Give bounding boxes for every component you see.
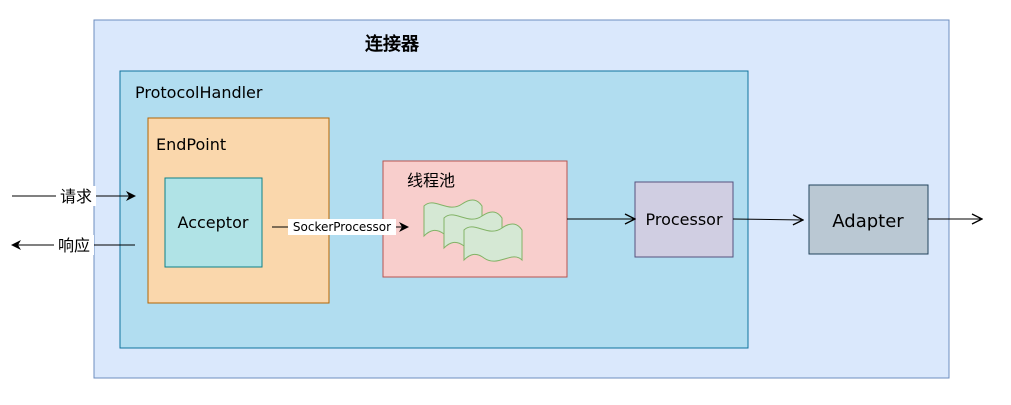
request-edge: 请求	[12, 186, 136, 206]
connector-label: 连接器	[365, 33, 420, 55]
protocol-handler-label: ProtocolHandler	[135, 83, 263, 102]
thread-pool-label: 线程池	[407, 171, 455, 190]
thread-pool-box: 线程池	[382, 160, 568, 278]
adapter-box: Adapter	[808, 184, 929, 255]
request-label: 请求	[60, 187, 92, 206]
acceptor-label: Acceptor	[178, 213, 249, 232]
adapter-label: Adapter	[832, 211, 904, 232]
endpoint-label: EndPoint	[156, 135, 226, 154]
response-label: 响应	[58, 236, 90, 255]
socket-processor-label: SockerProcessor	[293, 220, 391, 234]
socket-processor-edge: SockerProcessor	[272, 219, 409, 235]
response-edge: 响应	[11, 235, 135, 255]
acceptor-box: Acceptor	[164, 177, 263, 268]
processor-box: Processor	[634, 181, 734, 258]
processor-to-adapter-edge	[732, 219, 803, 220]
processor-label: Processor	[645, 210, 722, 229]
threads-wave-icon	[423, 199, 523, 262]
